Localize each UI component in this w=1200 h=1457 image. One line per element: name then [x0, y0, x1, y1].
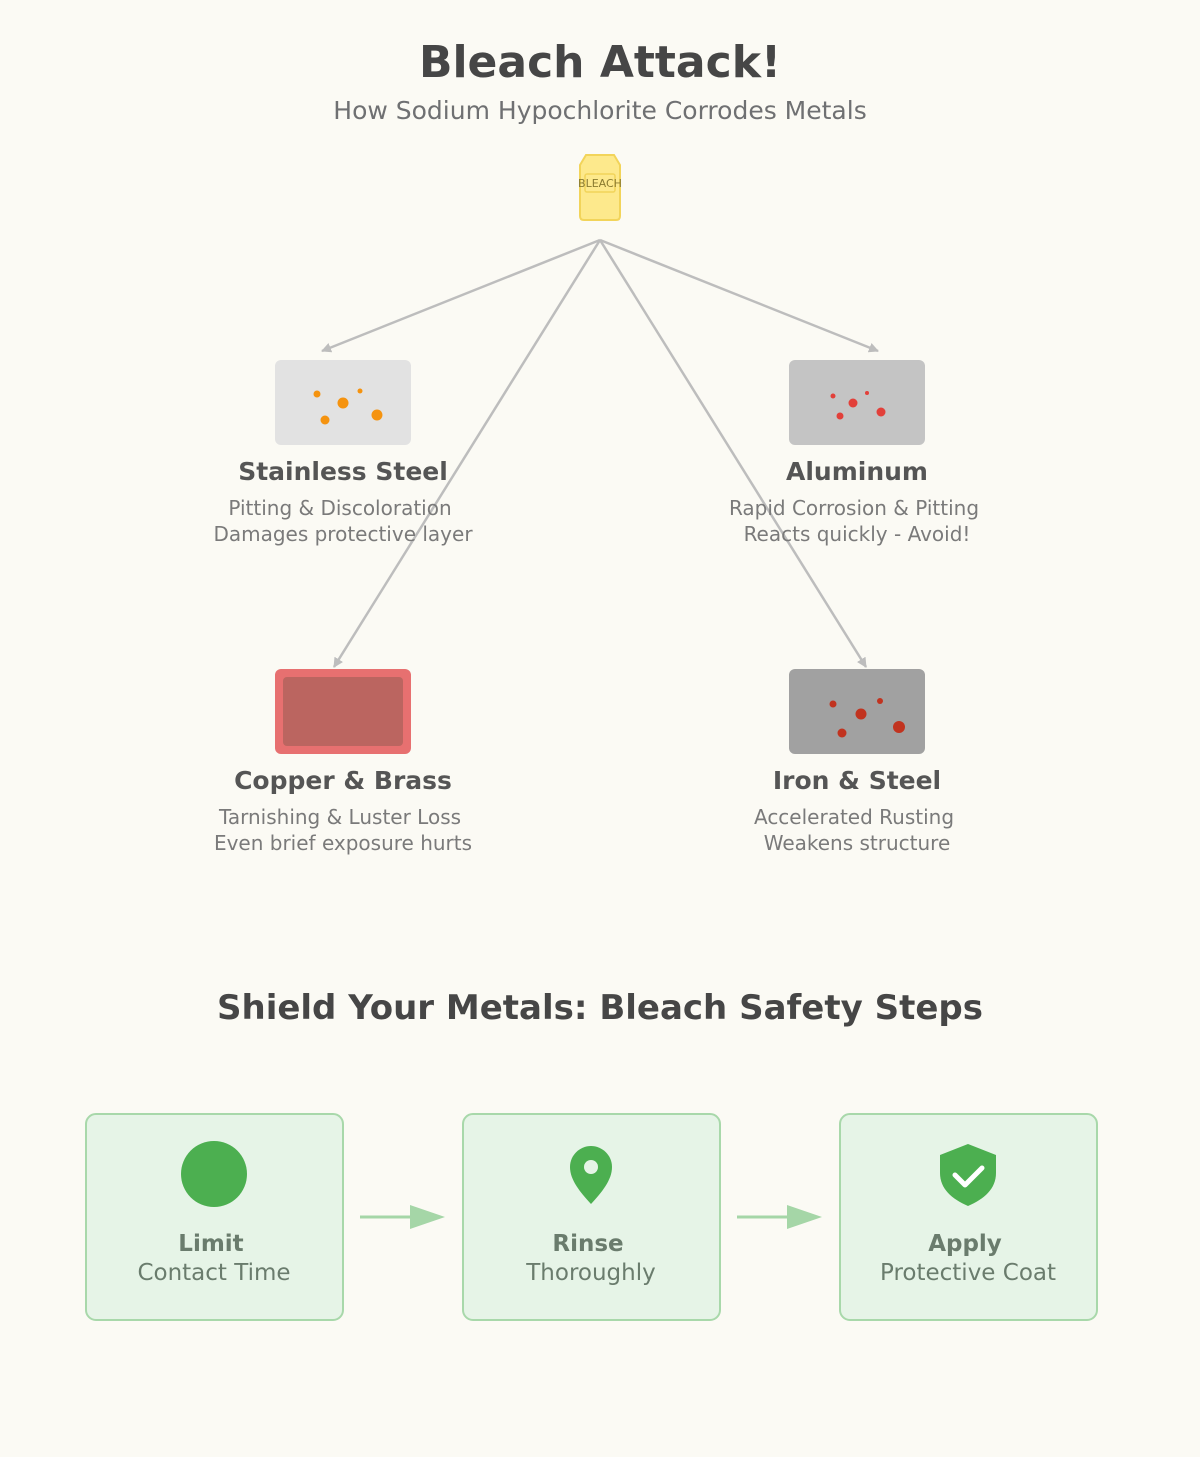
step-box — [462, 1113, 721, 1321]
tarnish-layer — [283, 677, 403, 746]
bleach-bottle-icon: BLEACH — [578, 154, 622, 221]
shield-check-icon — [940, 1144, 996, 1206]
step-subtitle: Thoroughly — [525, 1260, 655, 1286]
page-subtitle: How Sodium Hypochlorite Corrodes Metals — [333, 96, 866, 125]
metal-card-copper-brass: Copper & Brass Tarnishing & Luster Loss … — [214, 669, 472, 855]
step-title: Apply — [928, 1231, 1002, 1257]
corrosion-spots — [313, 388, 383, 425]
circle-icon — [181, 1141, 247, 1207]
step-subtitle: Contact Time — [137, 1260, 290, 1286]
metal-card-aluminum: Aluminum Rapid Corrosion & Pitting React… — [729, 360, 979, 546]
metal-card-iron-steel: Iron & Steel Accelerated Rusting Weakens… — [754, 669, 954, 855]
connector-copper — [332, 239, 602, 668]
step-subtitle: Protective Coat — [880, 1260, 1056, 1286]
step-box — [839, 1113, 1098, 1321]
metal-effect: Pitting & Discoloration — [228, 496, 451, 520]
metal-note: Even brief exposure hurts — [214, 831, 472, 855]
connector-stainless — [321, 238, 601, 353]
metal-card-stainless-steel: Stainless Steel Pitting & Discoloration … — [213, 360, 473, 546]
bottle-label: BLEACH — [578, 177, 622, 190]
connector-iron — [598, 239, 868, 668]
metal-name: Copper & Brass — [234, 766, 452, 795]
safety-section-title: Shield Your Metals: Bleach Safety Steps — [217, 988, 983, 1028]
step-title: Rinse — [552, 1231, 623, 1257]
metal-note: Damages protective layer — [213, 522, 473, 546]
metal-note: Reacts quickly - Avoid! — [744, 522, 971, 546]
rust-spots — [829, 698, 905, 738]
corrosion-spots — [830, 391, 886, 420]
safety-step-rinse: Rinse Thoroughly — [462, 1113, 721, 1321]
step-arrow-icon — [360, 1205, 445, 1229]
step-box — [85, 1113, 344, 1321]
safety-step-limit: Limit Contact Time — [85, 1113, 344, 1321]
step-title: Limit — [178, 1231, 243, 1257]
metal-effect: Tarnishing & Luster Loss — [218, 805, 461, 829]
connector-aluminum — [599, 238, 879, 353]
metal-name: Stainless Steel — [238, 457, 448, 486]
metal-note: Weakens structure — [764, 831, 951, 855]
metal-effect: Accelerated Rusting — [754, 805, 954, 829]
safety-step-apply: Apply Protective Coat — [839, 1113, 1098, 1321]
connector-lines — [321, 238, 879, 668]
metal-name: Aluminum — [786, 457, 928, 486]
metal-name: Iron & Steel — [773, 766, 941, 795]
page-title: Bleach Attack! — [419, 37, 781, 88]
metal-effect: Rapid Corrosion & Pitting — [729, 496, 979, 520]
location-pin-icon — [570, 1146, 612, 1204]
step-arrow-icon — [737, 1205, 822, 1229]
